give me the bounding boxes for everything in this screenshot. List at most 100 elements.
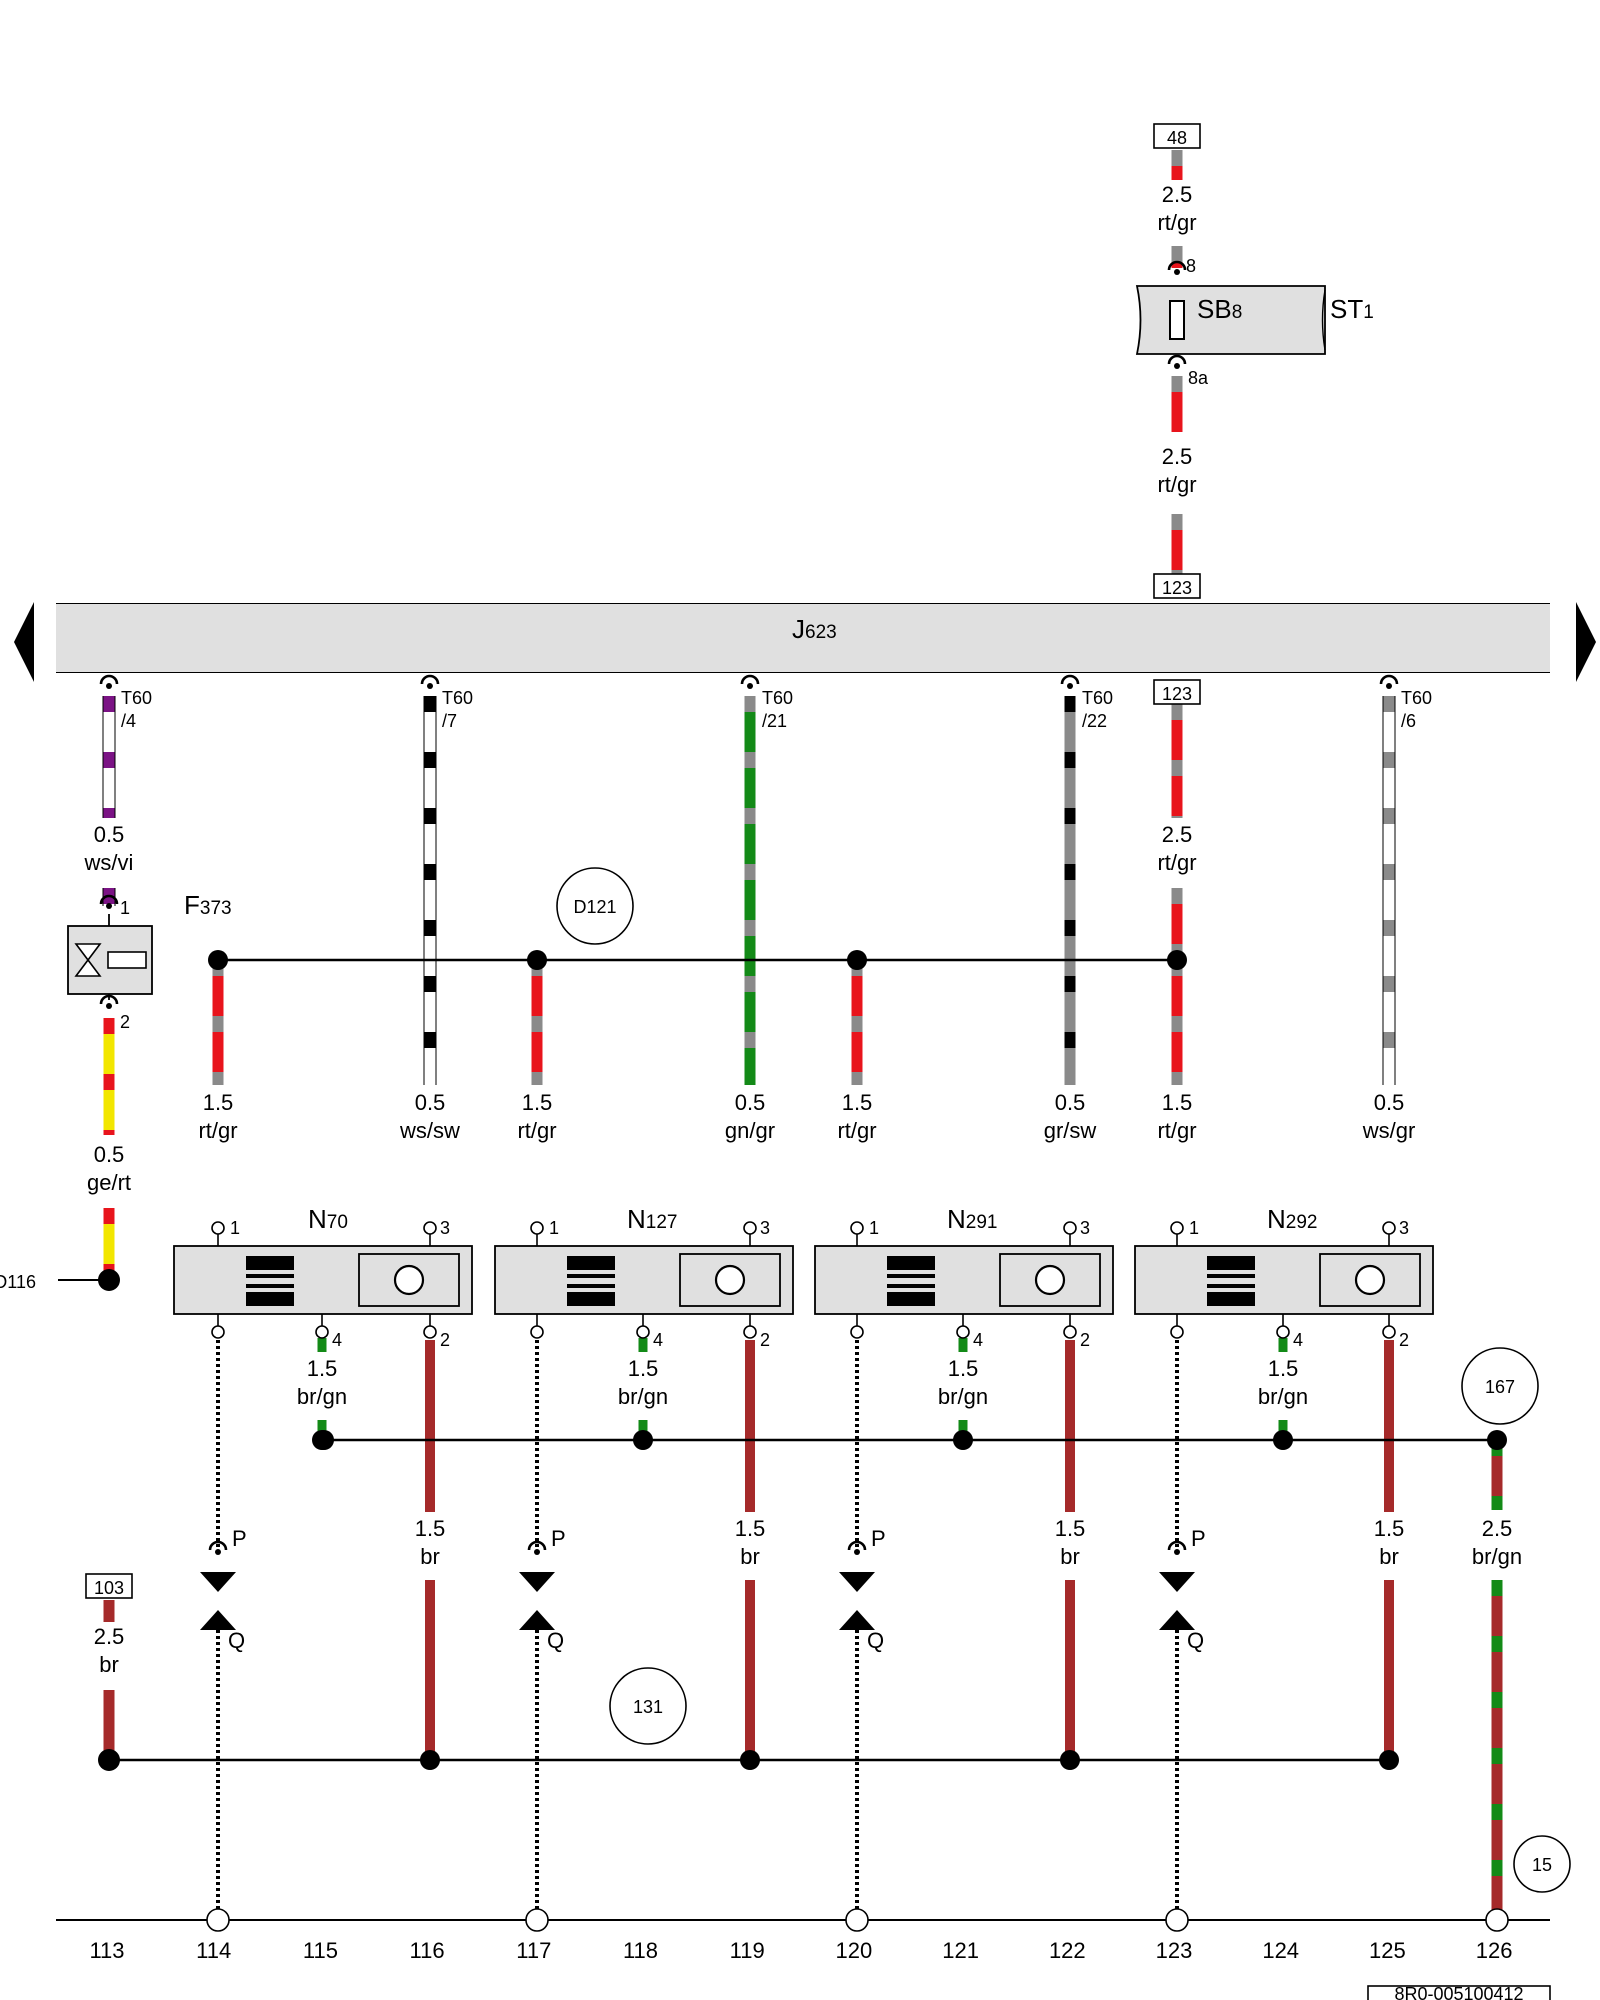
coil-n70-br-junction — [420, 1750, 440, 1770]
ground-bus-end — [1487, 1430, 1507, 1450]
coil-n127-label: N127 — [627, 1204, 677, 1234]
coil-n127-pin-3 — [743, 1221, 757, 1235]
ecu-pin-cap-1 — [420, 674, 440, 685]
ruler-117: 117 — [516, 1938, 551, 1963]
label-gap-5 — [1026, 1086, 1114, 1154]
bus-wire-103-color: br — [99, 1652, 119, 1677]
wire-ge-rt-size: 0.5 — [94, 1142, 125, 1167]
coil-n292-pin-3 — [1382, 1221, 1396, 1235]
coil-n127-gnd-size: 1.5 — [628, 1356, 659, 1381]
coil-n127-pin-1-label: 1 — [549, 1218, 559, 1238]
coil-n70-pin-2-label: 2 — [440, 1330, 450, 1350]
bus-wire-103-size: 2.5 — [94, 1624, 125, 1649]
valve-pin-1-label: 1 — [120, 898, 130, 918]
fuse-name: SB8 — [1197, 294, 1242, 324]
coil-n127-winding-1 — [567, 1256, 615, 1270]
coil-n292-plug-cap-dot — [1174, 1549, 1180, 1555]
coil-n70-pin-4 — [315, 1325, 329, 1339]
coil-n291-pin-1-label: 1 — [869, 1218, 879, 1238]
coil-n291-pin-4 — [956, 1325, 970, 1339]
connection-d121: D121 — [573, 897, 616, 917]
coil-wire-7-size: 0.5 — [1374, 1090, 1405, 1115]
connection-131-circle — [609, 1667, 687, 1745]
connection-167: 167 — [1485, 1377, 1515, 1397]
bus-103-junction — [98, 1749, 120, 1771]
coil-n291-spark-down-icon — [839, 1572, 875, 1592]
coil-n70-q-label: Q — [228, 1628, 245, 1653]
coil-n291-br-size: 1.5 — [1055, 1516, 1086, 1541]
valve-name: F373 — [184, 890, 232, 920]
coil-n291-pin-sec — [850, 1325, 864, 1339]
valve-pin-1 — [99, 894, 119, 905]
coil-n291-pin-3 — [1063, 1221, 1077, 1235]
document-code: 8R0-005100412 — [1394, 1984, 1523, 2000]
valve-pin-2-dot — [106, 1003, 112, 1009]
coil-n70-pin-1-label: 1 — [230, 1218, 240, 1238]
fuse-sb8 — [1169, 300, 1185, 340]
coil-n292-br-junction — [1379, 1750, 1399, 1770]
ecu-pin-cap-0 — [99, 674, 119, 685]
ecu-pin-cap-3-dot — [1067, 683, 1073, 689]
coil-n127-br-color: br — [740, 1544, 760, 1569]
bus-junction-3 — [1167, 950, 1187, 970]
supply-wire-2-color: rt/gr — [1157, 472, 1196, 497]
connection-167-circle — [1461, 1347, 1539, 1425]
coil-n70-pin-3-label: 3 — [440, 1218, 450, 1238]
coil-n291-br-color: br — [1060, 1544, 1080, 1569]
valve-pin-2-label: 2 — [120, 1012, 130, 1032]
coil-n292-label: N292 — [1267, 1204, 1317, 1234]
coil-n292-pin-2-label: 2 — [1399, 1330, 1409, 1350]
valve-pin-1-dot — [106, 903, 112, 909]
ruler-121: 121 — [942, 1938, 979, 1963]
fuse-carrier-edge — [1321, 289, 1326, 351]
coil-wire-3-size: 0.5 — [735, 1090, 766, 1115]
coil-n127-pin-4-label: 4 — [653, 1330, 663, 1350]
ground-d116-label: D116 — [0, 1272, 36, 1292]
coil-n127-pin-4 — [636, 1325, 650, 1339]
terminal-123-out: 123 — [1162, 684, 1192, 704]
label-gap-1 — [386, 1086, 474, 1154]
coil-n291-spark-up-icon — [839, 1610, 875, 1630]
coil-n70-spark-down-icon — [200, 1572, 236, 1592]
supply-wire-1-size: 2.5 — [1162, 182, 1193, 207]
coil-wire-6-color: rt/gr — [1157, 1118, 1196, 1143]
coil-n291-pin-2-label: 2 — [1080, 1330, 1090, 1350]
coil-n292-spark-down-icon — [1159, 1572, 1195, 1592]
coil-n127-gnd-junction — [633, 1430, 653, 1450]
coil-n127-spark-down-icon — [519, 1572, 555, 1592]
ruler-114: 114 — [196, 1938, 231, 1963]
terminal-48: 48 — [1167, 128, 1187, 148]
wire-ws-vi-size: 0.5 — [94, 822, 125, 847]
coil-n70-core-2 — [246, 1284, 294, 1288]
coil-n70-pin-1 — [211, 1221, 225, 1235]
ecu-pin-cap-2 — [740, 674, 760, 685]
connection-131: 131 — [633, 1697, 663, 1717]
main-gnd-color: br/gn — [1472, 1544, 1522, 1569]
label-gap-6 — [1133, 1086, 1221, 1154]
coil-n127-gnd-color: br/gn — [618, 1384, 668, 1409]
coil-n70-p-label: P — [232, 1526, 247, 1551]
terminal-123-in: 123 — [1162, 578, 1192, 598]
coil-n70-pin-3 — [423, 1221, 437, 1235]
coil-wire-7-color: ws/gr — [1362, 1118, 1416, 1143]
terminal-123-in-box — [1153, 573, 1201, 599]
ecu-j623 — [56, 604, 1550, 672]
coil-n291-pin-1 — [850, 1221, 864, 1235]
ruler-125: 125 — [1369, 1938, 1406, 1963]
ecu-pin-3-a: T60 — [1082, 688, 1113, 708]
ruler-113: 113 — [89, 1938, 124, 1963]
ecu-pin-0-a: T60 — [121, 688, 152, 708]
fuse-pin-top-label: 8 — [1186, 256, 1196, 276]
ecu-pin-cap-4-dot — [1386, 683, 1392, 689]
coil-n291-ruler-terminal — [845, 1908, 869, 1932]
coil-n127-core-1 — [567, 1274, 615, 1278]
coil-n291-gnd-junction — [953, 1430, 973, 1450]
coil-n291-gnd-size: 1.5 — [948, 1356, 979, 1381]
coil-n127-pin-sec — [530, 1325, 544, 1339]
ecu-pin-4-b: /6 — [1401, 711, 1416, 731]
ecu-pin-cap-1-dot — [427, 683, 433, 689]
wires-layer — [56, 150, 1550, 1921]
connection-d121-circle — [556, 867, 634, 945]
